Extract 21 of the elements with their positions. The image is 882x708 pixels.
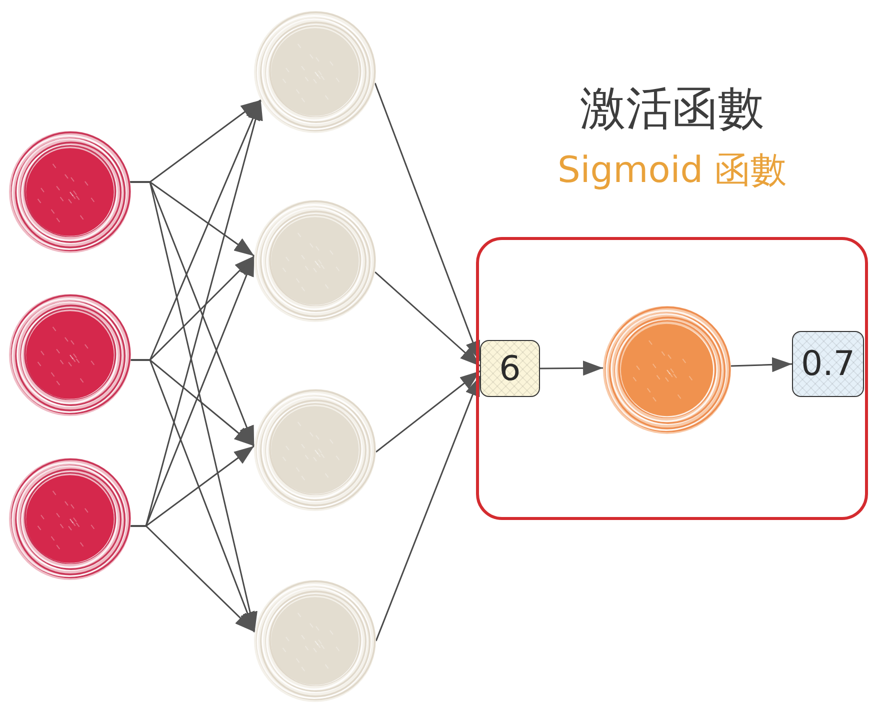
arrow (130, 181, 258, 632)
hidden-neuron (253, 388, 377, 512)
input-neuron (8, 293, 132, 417)
hidden-neuron (253, 10, 377, 134)
input-neuron (8, 130, 132, 254)
hidden-neuron (253, 199, 377, 323)
section-heading: 激活函數 (579, 82, 765, 135)
arrow (730, 357, 792, 372)
value-box: 6 (480, 340, 540, 397)
arrow (374, 271, 480, 367)
activation-neuron (602, 305, 732, 435)
value-box: 0.7 (792, 331, 864, 397)
arrow (130, 525, 256, 633)
arrow (376, 370, 480, 453)
arrow (375, 376, 481, 642)
input-neuron (8, 457, 132, 581)
arrow (130, 359, 256, 632)
function-name: Sigmoid 函數 (556, 150, 788, 192)
hidden-neuron (253, 579, 377, 703)
arrow (540, 360, 604, 376)
arrow (374, 82, 481, 362)
